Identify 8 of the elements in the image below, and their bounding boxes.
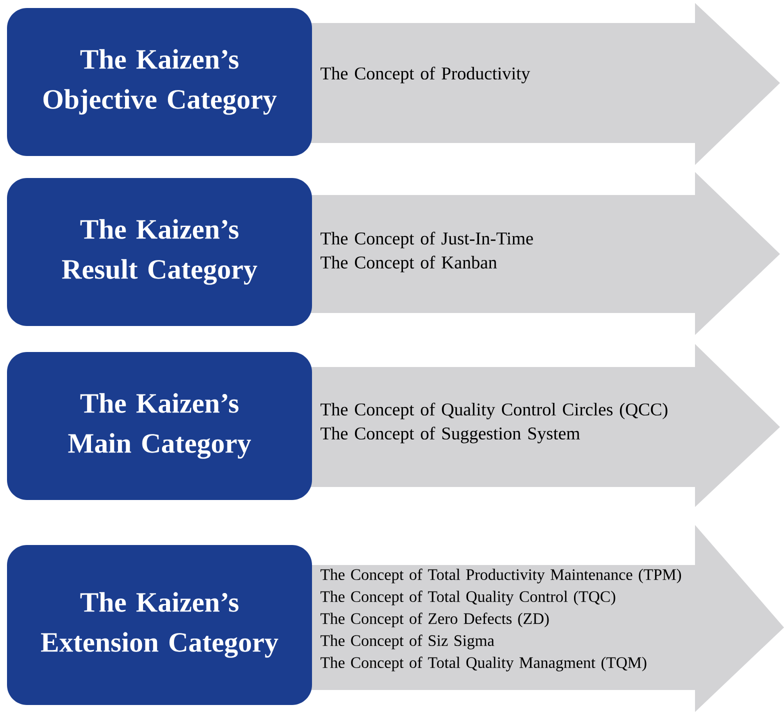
arrow-band: The Concept of Quality Control Circles (QCC) The Concept of Suggestion System [290, 344, 780, 507]
category-box: The Kaizen’s Result Category [7, 178, 312, 326]
category-box: The Kaizen’s Objective Category [7, 8, 312, 156]
arrow-band: The Concept of Total Productivity Maintenance (TPM) The Concept of Total Quality Control (TQC) The Concept of Zero Defects (ZD) The Concept of Siz Sigma The Concept of Total Quality Managment (TQM) [290, 524, 784, 712]
category-box: The Kaizen’s Extension Category [7, 544, 312, 705]
category-box: The Kaizen’s Main Category [7, 352, 312, 500]
arrow-band: The Concept of Just-In-Time The Concept of Kanban [290, 172, 780, 335]
arrow-band: The Concept of Productivity [290, 3, 780, 165]
